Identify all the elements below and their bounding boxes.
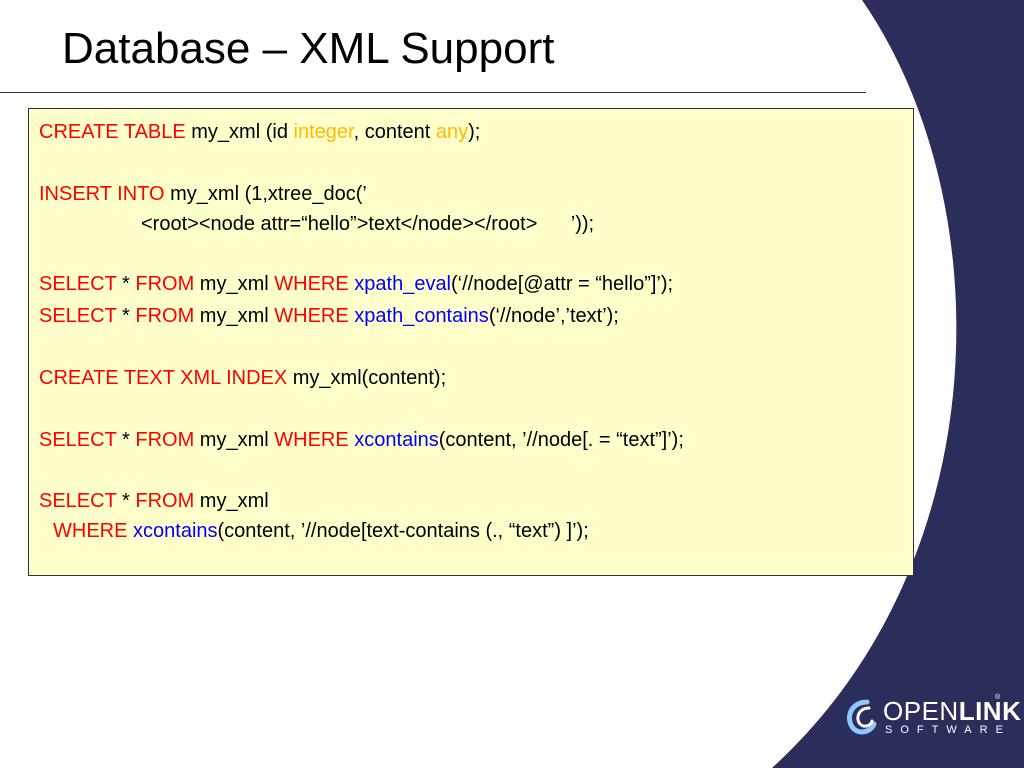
- code-line-select-xpath-eval: SELECT * FROM my_xml WHERE xpath_eval(‘/…: [39, 273, 674, 295]
- registered-mark: ®: [995, 694, 1001, 701]
- code-line-where-text-contains: WHERE xcontains(content, ’//node[text-co…: [53, 520, 589, 542]
- code-line-insert-value: <root><node attr=“hello”>text</node></ro…: [141, 213, 595, 235]
- page-title: Database – XML Support: [62, 24, 555, 73]
- openlink-tagline: SOFTWARE: [885, 724, 1011, 736]
- code-line-select-from: SELECT * FROM my_xml: [39, 490, 269, 512]
- code-line-insert: INSERT INTO my_xml (1,xtree_doc(’: [39, 183, 367, 205]
- code-line-select-xpath-contains: SELECT * FROM my_xml WHERE xpath_contain…: [39, 305, 619, 327]
- openlink-logo: OPENLINK ® SOFTWARE: [843, 694, 1021, 742]
- title-divider: [0, 92, 866, 93]
- openlink-wordmark: OPENLINK: [883, 696, 1022, 726]
- code-listing: CREATE TABLE my_xml (id integer, content…: [28, 108, 914, 576]
- openlink-swirl-icon: [847, 699, 877, 735]
- code-line-create-index: CREATE TEXT XML INDEX my_xml(content);: [39, 367, 447, 389]
- code-line-select-xcontains: SELECT * FROM my_xml WHERE xcontains(con…: [39, 429, 684, 451]
- code-line-create-table: CREATE TABLE my_xml (id integer, content…: [39, 121, 481, 143]
